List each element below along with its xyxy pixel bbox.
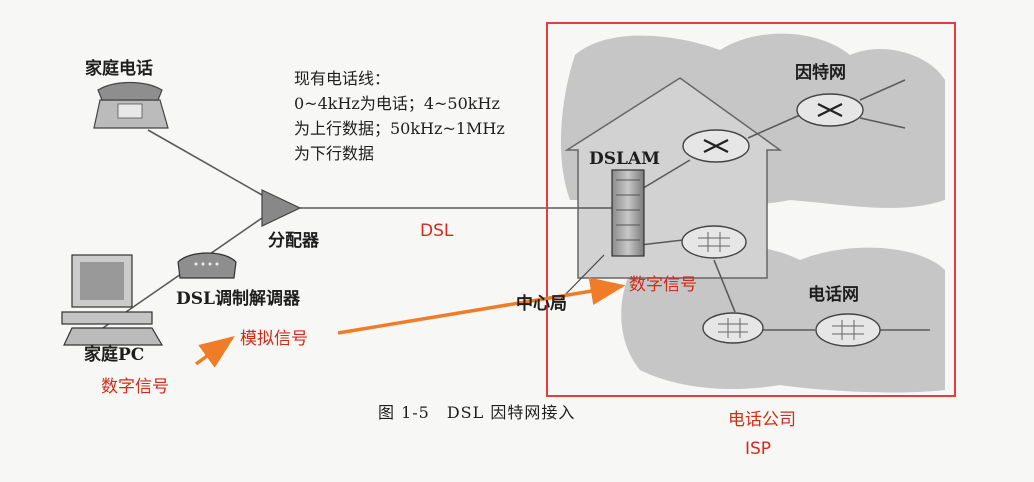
label-internet: 因特网 <box>795 63 846 83</box>
arrow-pc-to-modem <box>194 335 235 368</box>
label-dslam: DSLAM <box>589 149 660 169</box>
label-telephone-network: 电话网 <box>808 285 859 305</box>
modem-icon <box>177 252 237 279</box>
arrow-analog-to-isp <box>337 277 626 335</box>
figure-caption: 图 1-5 DSL 因特网接入 <box>378 403 576 422</box>
telephone-icon <box>93 81 169 129</box>
router-icon <box>796 93 864 127</box>
router-icon <box>702 312 764 344</box>
annotation-isp: ISP <box>745 439 772 459</box>
annotation-digital-signal-isp: 数字信号 <box>629 275 697 295</box>
pc-icon <box>61 254 164 346</box>
label-home-phone: 家庭电话 <box>85 59 153 79</box>
annotation-phone-company: 电话公司 <box>728 410 796 430</box>
label-dsl-modem: DSL调制解调器 <box>176 289 300 309</box>
phone-line-desc-line: 为上行数据；50kHz~1MHz <box>294 119 505 138</box>
label-central-office: 中心局 <box>516 294 567 314</box>
label-splitter: 分配器 <box>268 231 319 251</box>
annotation-dsl: DSL <box>420 221 454 241</box>
annotation-analog-signal: 模拟信号 <box>240 329 308 349</box>
label-home-pc: 家庭PC <box>84 345 145 365</box>
router-icon <box>682 129 750 163</box>
phone-line-desc-line: 现有电话线： <box>294 69 391 88</box>
annotation-digital-signal-pc: 数字信号 <box>101 377 169 397</box>
isp-highlight-box <box>546 22 956 397</box>
phone-line-description: 现有电话线： 0~4kHz为电话；4~50kHz 为上行数据；50kHz~1MH… <box>294 66 505 166</box>
router-icon <box>815 313 881 347</box>
dslam-icon <box>611 169 645 257</box>
splitter-icon <box>261 189 302 227</box>
phone-line-desc-line: 0~4kHz为电话；4~50kHz <box>294 94 500 113</box>
router-icon <box>681 225 747 259</box>
phone-line-desc-line: 为下行数据 <box>294 144 375 163</box>
